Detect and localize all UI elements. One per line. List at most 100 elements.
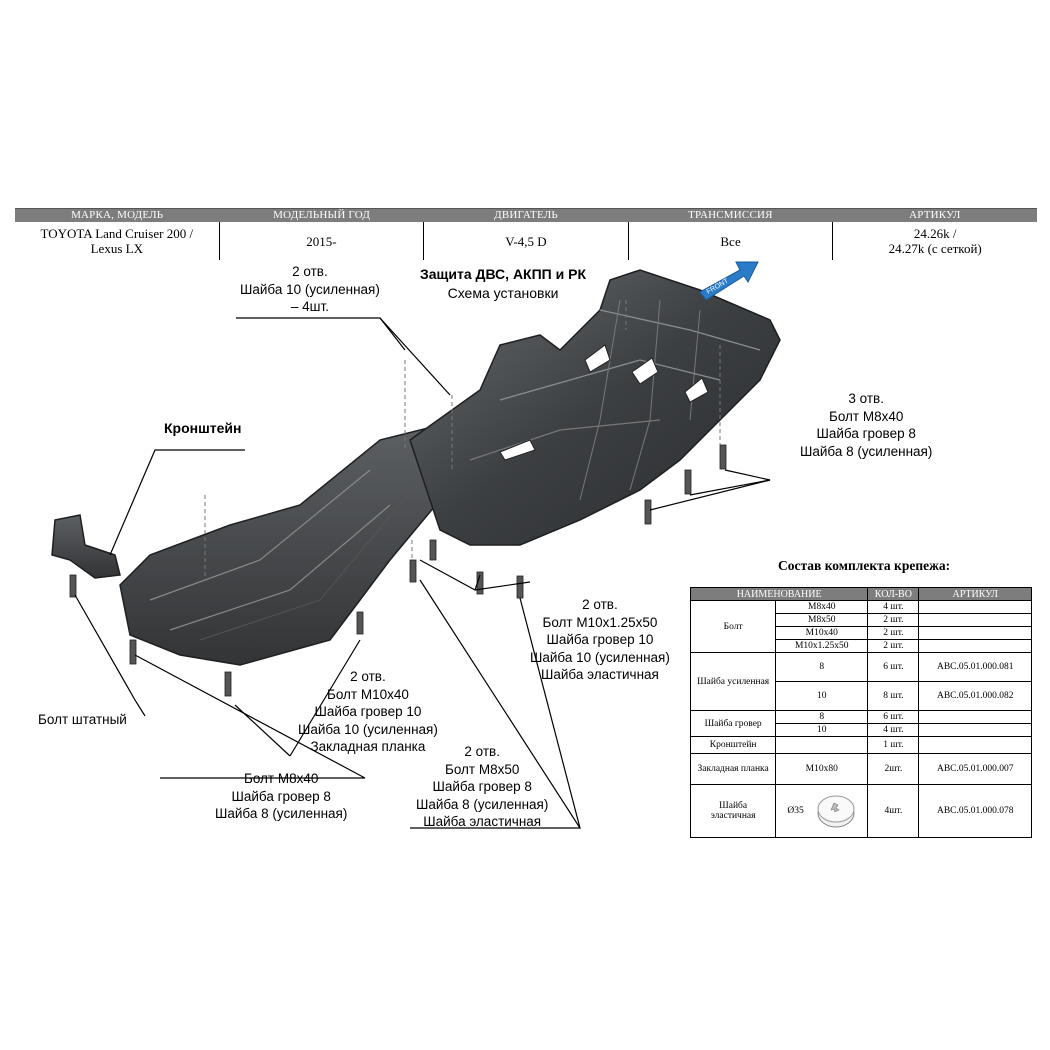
model-line2: Lexus LX xyxy=(90,241,143,256)
callout-line: Шайба 8 (усиленная) xyxy=(416,796,549,812)
callout-line: Шайба 8 (усиленная) xyxy=(800,443,933,459)
kit-header-qty: КОЛ-ВО xyxy=(867,587,920,601)
elastic-qty: 4шт. xyxy=(867,784,920,838)
bolt-size: M10x40 xyxy=(775,626,869,640)
callout-line: Болт M8x50 xyxy=(444,761,520,777)
washer-qty: 8 шт. xyxy=(867,681,920,711)
grover-qty: 6 шт. xyxy=(867,710,920,724)
elastic-name-line1: Шайба xyxy=(719,801,748,811)
bracket-size xyxy=(775,736,869,754)
washer-qty: 6 шт. xyxy=(867,652,920,682)
article-line2: 24.27k (с сеткой) xyxy=(888,241,982,256)
callout-line: Шайба 10 (усиленная) xyxy=(240,281,380,297)
callout-line: 2 отв. xyxy=(350,669,386,684)
table-row: Шайба усиленная 8 6 шт. ABC.05.01.000.08… xyxy=(689,652,1032,711)
callout-line: 2 отв. xyxy=(464,744,500,759)
callout-top-left: 2 отв. Шайба 10 (усиленная) – 4шт. xyxy=(240,263,380,316)
callout-line: Шайба 10 (усиленная) xyxy=(530,649,670,665)
callout-line: Закладная планка xyxy=(310,739,426,754)
model-line1: TOYOTA Land Cruiser 200 / xyxy=(40,226,194,241)
washer-article: ABC.05.01.000.081 xyxy=(918,652,1032,682)
header-transmission: ТРАНСМИССИЯ xyxy=(688,209,773,221)
callout-standard-bolt: Болт штатный xyxy=(38,712,127,727)
bolt-size: M8x50 xyxy=(775,613,869,627)
callout-line: Шайба 8 (усиленная) xyxy=(215,806,348,821)
callout-line: 2 отв. xyxy=(292,264,328,279)
callout-line: Шайба 10 (усиленная) xyxy=(298,721,438,737)
plate-qty: 2шт. xyxy=(867,753,920,785)
elastic-name: Шайба эластичная xyxy=(689,784,777,838)
kit-header-article: АРТИКУЛ xyxy=(918,587,1032,601)
bolt-qty: 4 шт. xyxy=(867,600,920,614)
value-engine: V-4,5 D xyxy=(424,222,629,260)
spec-header-row: МАРКА, МОДЕЛЬ МОДЕЛЬНЫЙ ГОД ДВИГАТЕЛЬ ТР… xyxy=(15,208,1037,222)
value-article: 24.26k / 24.27k (с сеткой) xyxy=(833,222,1037,260)
table-row: Шайба гровер 8 6 шт. xyxy=(689,710,1032,737)
washer-reinforced-label: Шайба усиленная xyxy=(689,652,777,711)
plate-size: M10x80 xyxy=(775,753,869,785)
kit-header-row: НАИМЕНОВАНИЕ КОЛ-ВО АРТИКУЛ xyxy=(689,587,1032,601)
diagram-title: Защита ДВС, АКПП и РК Схема установки xyxy=(420,265,586,303)
grover-article xyxy=(918,710,1032,724)
value-transmission: Все xyxy=(629,222,834,260)
callout-line: Шайба гровер 10 xyxy=(546,632,654,647)
washer-size: 10 xyxy=(775,681,869,711)
grover-article xyxy=(918,723,1032,737)
bolt-size: M8x40 xyxy=(775,600,869,614)
bolt-qty: 2 шт. xyxy=(867,626,920,640)
callout-line: Шайба эластичная xyxy=(423,814,542,829)
callout-right: 3 отв. Болт M8x40 Шайба гровер 8 Шайба 8… xyxy=(800,390,932,460)
callout-line: Шайба гровер 8 xyxy=(231,788,331,804)
table-row: Закладная планка M10x80 2шт. ABC.05.01.0… xyxy=(689,753,1032,785)
kit-header-name: НАИМЕНОВАНИЕ xyxy=(689,587,869,601)
callout-middle: 2 отв. Болт M10x40 Шайба гровер 10 Шайба… xyxy=(298,668,438,756)
grover-qty: 4 шт. xyxy=(867,723,920,737)
callout-line: Болт M8x40 xyxy=(828,408,904,424)
header-model: МАРКА, МОДЕЛЬ xyxy=(71,209,164,221)
value-year: 2015- xyxy=(220,222,425,260)
bolt-size: M10x1.25x50 xyxy=(775,639,869,653)
bolt-article xyxy=(918,600,1032,614)
value-model: TOYOTA Land Cruiser 200 / Lexus LX xyxy=(15,222,220,260)
callout-line: – 4шт. xyxy=(290,299,329,314)
grover-size: 8 xyxy=(775,710,869,724)
diagram-title-line2: Схема установки xyxy=(447,285,559,301)
spec-values-row: TOYOTA Land Cruiser 200 / Lexus LX 2015-… xyxy=(15,222,1037,260)
elastic-washer-icon xyxy=(817,795,855,828)
bolt-qty: 2 шт. xyxy=(867,639,920,653)
elastic-size: Ø35 xyxy=(787,806,804,816)
callout-line: Шайба гровер 8 xyxy=(816,426,916,441)
bracket-name: Кронштейн xyxy=(689,736,777,754)
bolt-article xyxy=(918,613,1032,627)
washer-size: 8 xyxy=(775,652,869,682)
spec-header-table: МАРКА, МОДЕЛЬ МОДЕЛЬНЫЙ ГОД ДВИГАТЕЛЬ ТР… xyxy=(15,208,1037,260)
elastic-article: ABC.05.01.000.078 xyxy=(918,784,1032,838)
callout-line: 2 отв. xyxy=(582,597,618,612)
table-row: Болт M8x40 4 шт. xyxy=(689,600,1032,653)
diagram-title-line1: Защита ДВС, АКПП и РК xyxy=(420,266,586,282)
header-article: АРТИКУЛ xyxy=(909,209,961,221)
callout-bottom-left: Болт M8x40 Шайба гровер 8 Шайба 8 (усиле… xyxy=(215,770,347,823)
callout-middle-right: 2 отв. Болт M10x1.25x50 Шайба гровер 10 … xyxy=(530,596,670,684)
bracket-article xyxy=(918,736,1032,754)
engine-plate xyxy=(409,269,781,546)
bracket-label: Кронштейн xyxy=(164,420,242,436)
callout-line: Болт M8x40 xyxy=(243,771,319,786)
washer-article: ABC.05.01.000.082 xyxy=(918,681,1032,711)
elastic-name-line2: эластичная xyxy=(710,811,756,821)
header-year: МОДЕЛЬНЫЙ ГОД xyxy=(273,209,371,221)
kit-title: Состав комплекта крепежа: xyxy=(778,558,951,573)
header-engine: ДВИГАТЕЛЬ xyxy=(494,209,558,221)
callout-line: 3 отв. xyxy=(848,391,884,406)
callout-line: Шайба эластичная xyxy=(541,667,659,682)
bolt-article xyxy=(918,639,1032,653)
bracket-part xyxy=(51,514,121,579)
bolt-label: Болт xyxy=(689,600,777,653)
callout-line: Болт M10x1.25x50 xyxy=(542,614,658,630)
callout-bottom-middle: 2 отв. Болт M8x50 Шайба гровер 8 Шайба 8… xyxy=(416,743,548,831)
plate-article: ABC.05.01.000.007 xyxy=(918,753,1032,785)
table-row: M10x40 2 шт. xyxy=(691,626,1032,640)
front-arrow: FRONT xyxy=(699,261,759,301)
plate-name: Закладная планка xyxy=(689,753,777,785)
